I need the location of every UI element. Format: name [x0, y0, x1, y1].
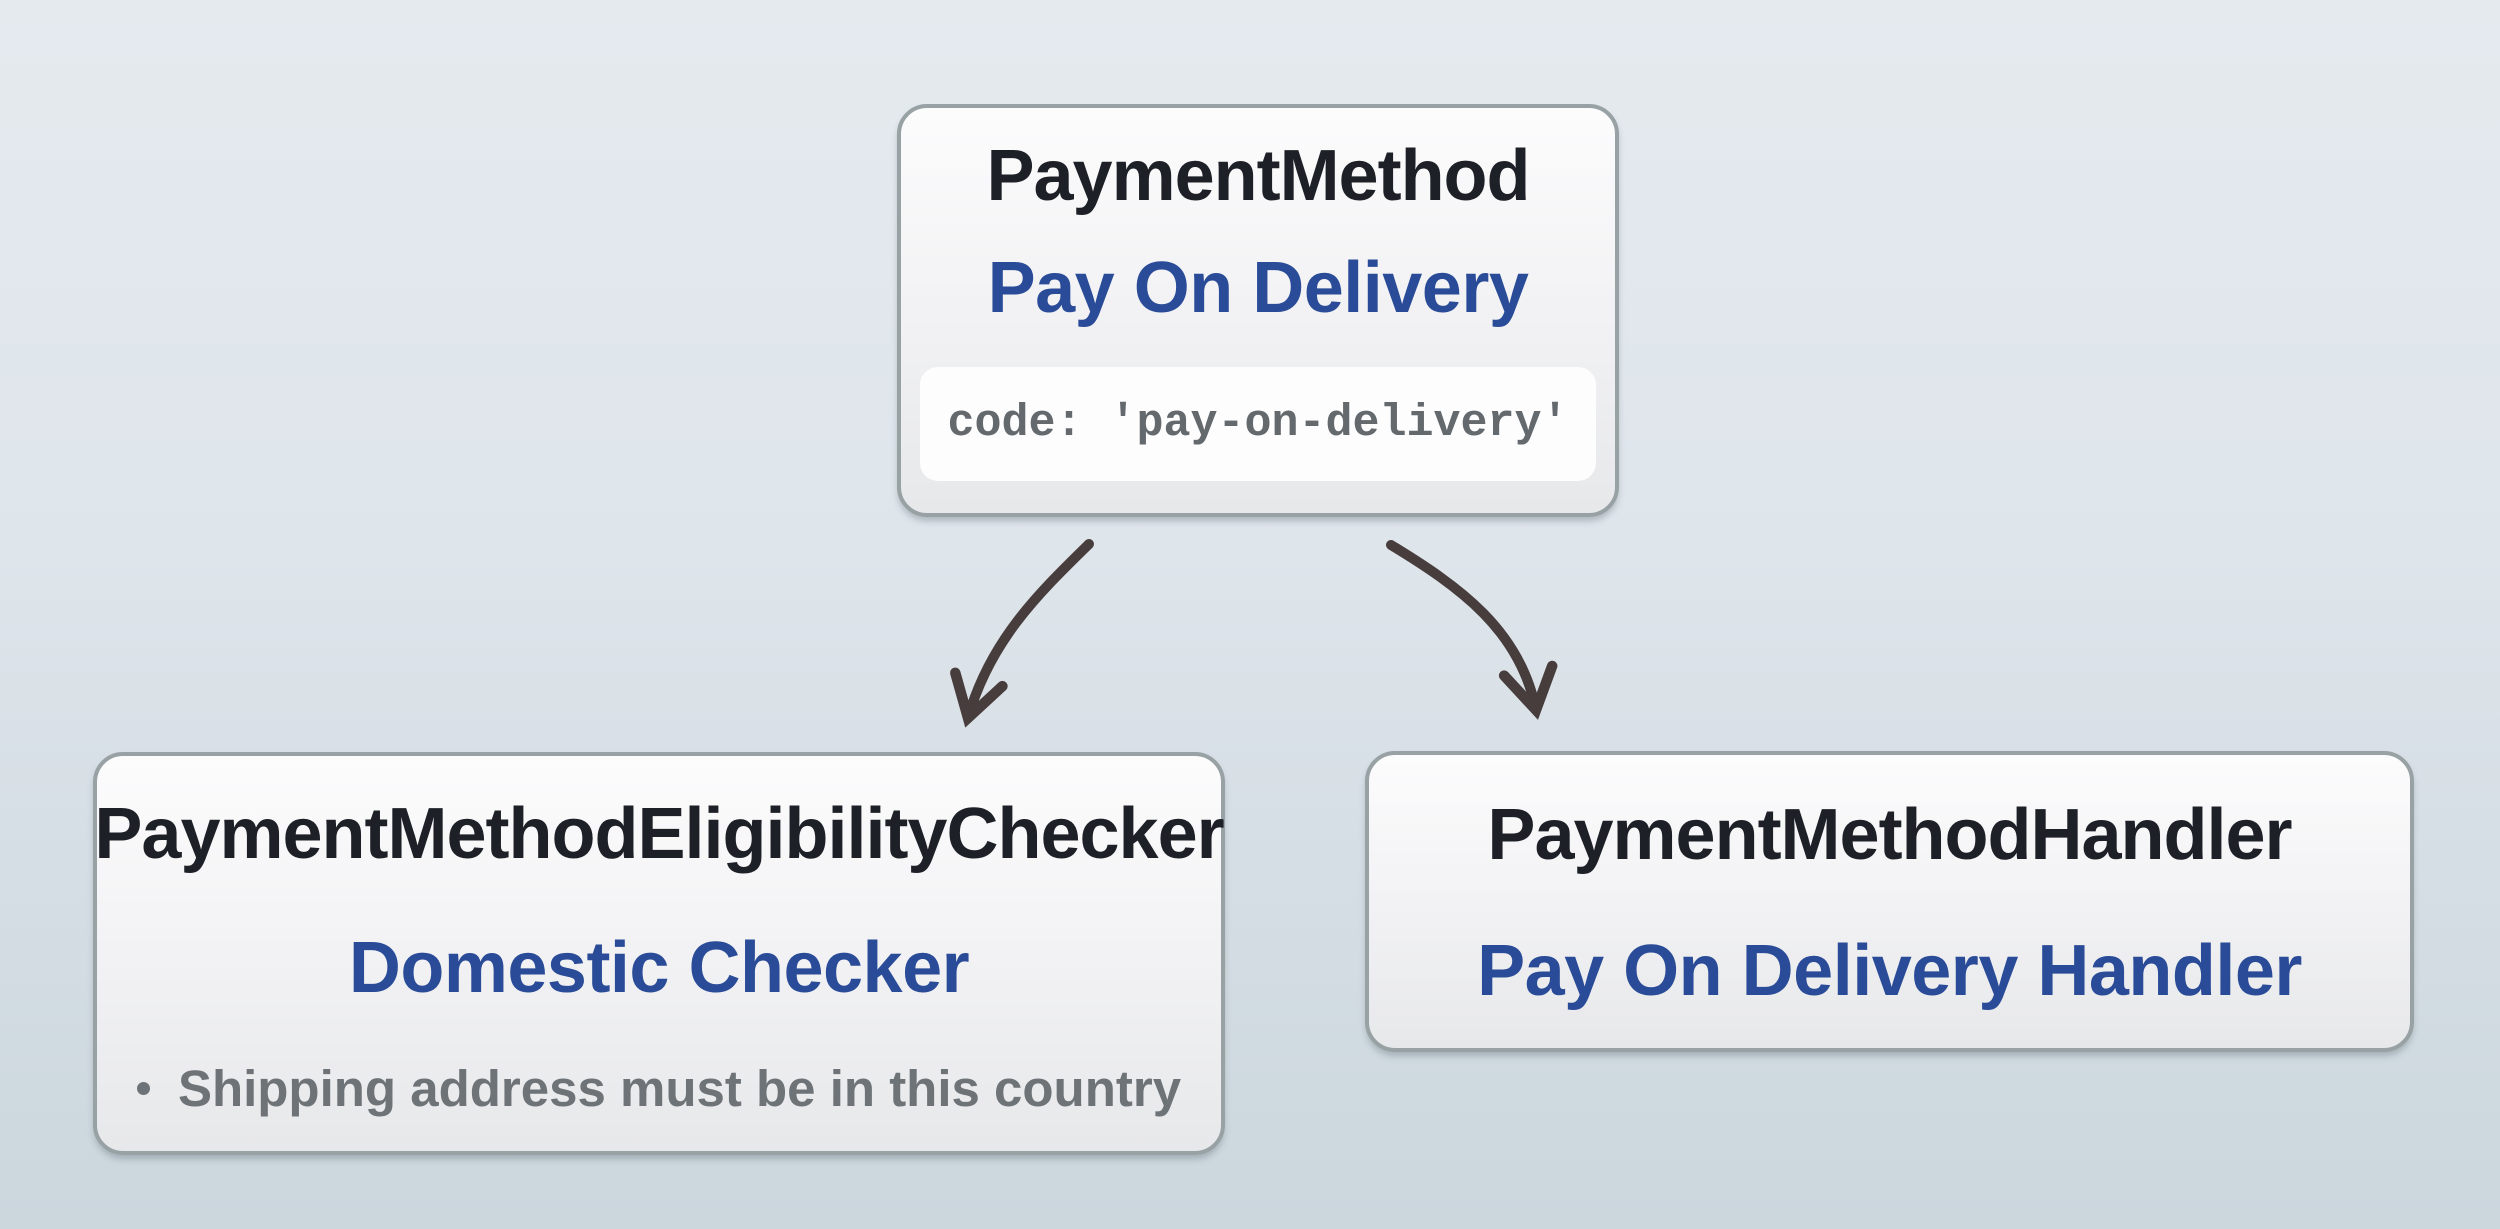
node-payment-method-handler: PaymentMethodHandler Pay On Delivery Han… — [1365, 751, 2414, 1052]
eligibility-rule-item: Shipping address must be in this country — [136, 1059, 1182, 1118]
node-payment-method-handler-title: PaymentMethodHandler — [1487, 795, 2292, 875]
node-eligibility-checker-subtitle: Domestic Checker — [348, 928, 970, 1009]
arrow-to-handler — [1386, 540, 1558, 720]
node-eligibility-checker: PaymentMethodEligibilityChecker Domestic… — [93, 752, 1225, 1155]
arrow-to-eligibility-checker — [950, 539, 1094, 728]
node-eligibility-checker-title: PaymentMethodEligibilityChecker — [94, 794, 1224, 874]
node-payment-method: PaymentMethod Pay On Delivery code: 'pay… — [897, 104, 1619, 517]
node-payment-method-subtitle: Pay On Delivery — [987, 248, 1529, 329]
payment-method-code-chip: code: 'pay-on-delivery' — [920, 366, 1596, 481]
node-payment-method-title: PaymentMethod — [986, 136, 1530, 216]
eligibility-rule-text: Shipping address must be in this country — [177, 1059, 1182, 1117]
payment-method-code: code: 'pay-on-delivery' — [947, 398, 1569, 450]
node-payment-method-handler-subtitle: Pay On Delivery Handler — [1477, 931, 2302, 1012]
bullet-dot — [136, 1081, 150, 1095]
